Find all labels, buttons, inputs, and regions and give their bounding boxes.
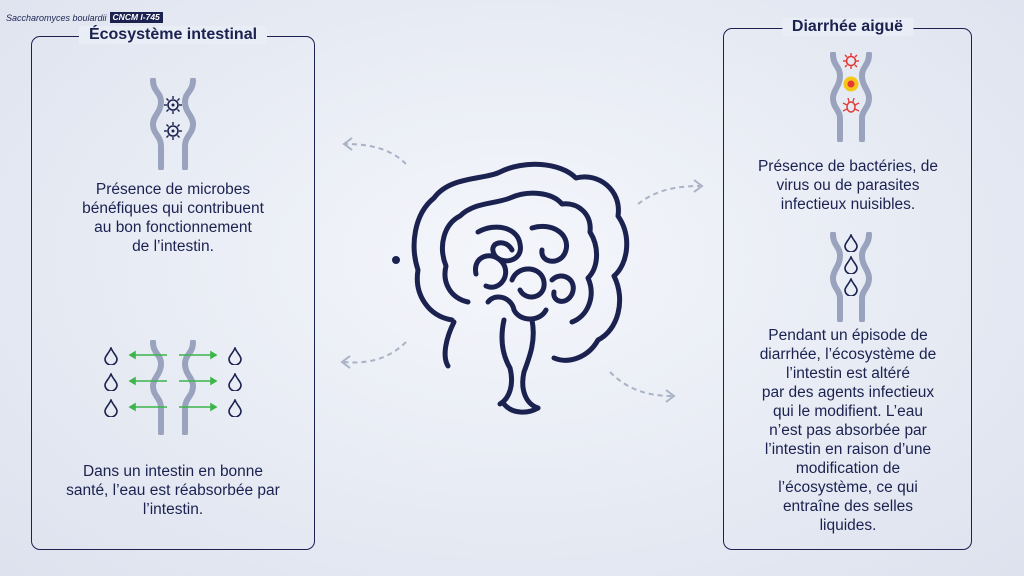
- brand-strain-tag: CNCM I-745: [109, 12, 163, 23]
- pathogen-icon: [842, 97, 860, 113]
- healthy-tube-icon: [149, 78, 197, 170]
- water-drop-icon: [228, 347, 242, 365]
- pathogen-icon: [843, 76, 859, 92]
- right-top-text: Présence de bactéries, de virus ou de pa…: [757, 158, 939, 213]
- left-bottom-text: Dans un intestin en bonne santé, l’eau e…: [66, 463, 280, 518]
- right-panel: Diarrhée aiguë: [723, 18, 972, 550]
- absorption-arrows: [128, 350, 218, 412]
- infected-tube-icon: [829, 52, 873, 142]
- diarrhea-tube-icon: [829, 232, 873, 322]
- intestine-icon: [392, 161, 630, 415]
- water-drop-icon: [104, 347, 118, 365]
- left-top-text: Présence de microbes bénéfiques qui cont…: [82, 181, 264, 255]
- beneficial-microbe-icon: [164, 96, 182, 114]
- water-drop-icon: [228, 399, 242, 417]
- dashed-arrow-icon: [342, 137, 407, 165]
- left-panel-title: Écosystème intestinal: [78, 26, 268, 44]
- water-drop-icon: [844, 278, 858, 296]
- dashed-arrow-icon: [609, 371, 676, 403]
- brand-species: Saccharomyces boulardii: [6, 12, 107, 23]
- beneficial-microbe-icon: [164, 122, 182, 140]
- right-panel-title: Diarrhée aiguë: [781, 18, 914, 36]
- water-drop-icon: [228, 373, 242, 391]
- absorbing-tube-icon: [149, 340, 197, 435]
- water-drop-icon: [844, 234, 858, 252]
- dashed-arrow-icon: [340, 341, 407, 369]
- water-drop-icon: [104, 399, 118, 417]
- water-drop-icon: [104, 373, 118, 391]
- brand-label: Saccharomyces boulardii CNCM I-745: [6, 12, 163, 23]
- dashed-arrow-icon: [637, 179, 704, 205]
- right-bottom-text: Pendant un épisode de diarrhée, l’écosys…: [759, 327, 937, 534]
- pathogen-icon: [843, 53, 859, 69]
- left-panel: Écosystème intestinal: [31, 26, 315, 550]
- water-drop-icon: [844, 256, 858, 274]
